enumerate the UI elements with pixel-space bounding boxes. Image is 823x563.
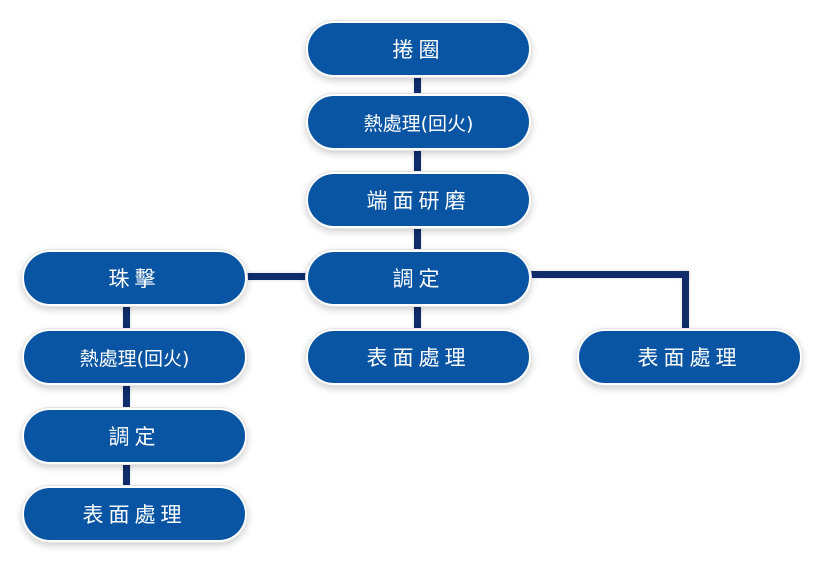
- node-setting-left: 調定: [22, 408, 247, 464]
- connector-heat-to-grind: [414, 149, 421, 173]
- node-label: 調定: [392, 267, 445, 291]
- node-shot-peening: 珠擊: [22, 250, 247, 306]
- node-label: 表面處理: [82, 503, 187, 527]
- node-label: 表面處理: [637, 346, 742, 370]
- connector-set-to-shotpeen: [247, 273, 307, 280]
- node-label: 珠擊: [108, 267, 161, 291]
- connector-grind-to-set: [414, 226, 421, 251]
- node-label: 調定: [108, 425, 161, 449]
- node-coiling: 捲圈: [306, 21, 531, 77]
- connector-heat-to-set-left: [123, 384, 130, 409]
- node-surface-treatment-left: 表面處理: [22, 486, 247, 542]
- node-label: 端面研磨: [366, 189, 471, 213]
- connector-set-to-right-horizontal: [531, 271, 689, 278]
- node-surface-treatment-right: 表面處理: [577, 329, 802, 385]
- connector-shotpeen-to-heat: [123, 304, 130, 330]
- connector-set-to-surface-left: [123, 462, 130, 487]
- node-label: 熱處理(回火): [363, 112, 474, 135]
- node-surface-treatment: 表面處理: [306, 329, 531, 385]
- node-heat-treatment-left: 熱處理(回火): [22, 329, 247, 385]
- node-heat-treatment: 熱處理(回火): [306, 94, 531, 150]
- node-label: 熱處理(回火): [79, 347, 190, 370]
- node-end-grinding: 端面研磨: [306, 172, 531, 228]
- node-label: 表面處理: [366, 346, 471, 370]
- node-setting: 調定: [306, 250, 531, 306]
- connector-set-to-right-vertical: [682, 271, 689, 330]
- node-label: 捲圈: [392, 38, 445, 62]
- connector-set-to-surface: [414, 304, 421, 330]
- connector-coil-to-heat: [414, 77, 421, 95]
